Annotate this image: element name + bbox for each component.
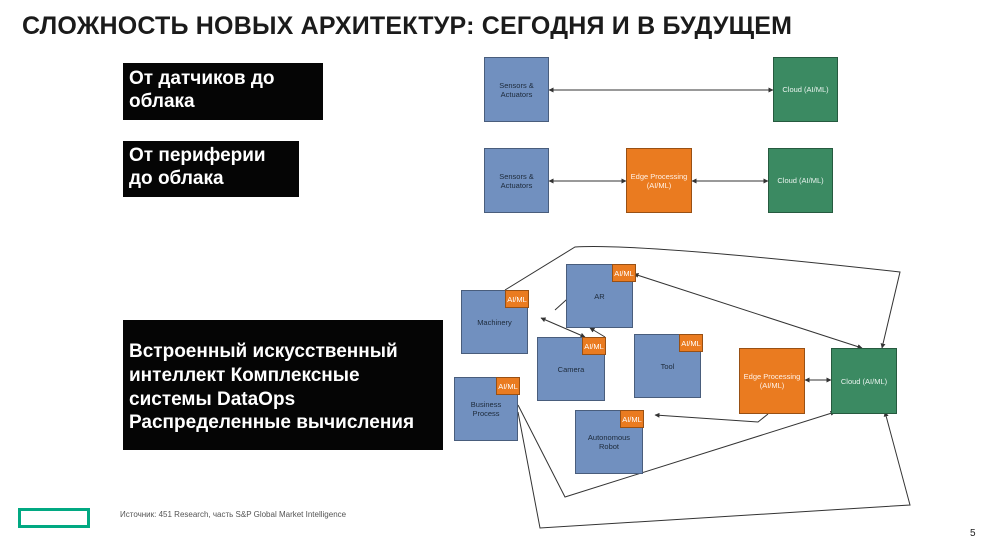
label-line: Распределенные вычисления <box>129 412 415 434</box>
node-label: Sensors & Actuators <box>499 80 534 99</box>
node-label: Autonomous Robot <box>587 433 631 451</box>
sensors-actuators-node: Sensors & Actuators <box>484 57 549 122</box>
ai-ml-badge: AI/ML <box>620 410 644 428</box>
ai-ml-badge: AI/ML <box>582 337 606 355</box>
page-number: 5 <box>970 528 976 539</box>
edge-processing-node: Edge Processing (AI/ML) <box>626 148 692 213</box>
hpe-logo <box>18 508 90 528</box>
label-line: От периферии <box>129 145 266 166</box>
label-line: Встроенный искусственный <box>129 341 398 362</box>
ai-ml-badge: AI/ML <box>496 377 520 395</box>
ai-ml-badge: AI/ML <box>612 264 636 282</box>
node-label: Machinery <box>477 317 512 327</box>
cloud-node: Cloud (AI/ML) <box>831 348 897 414</box>
node-label: Cloud (AI/ML) <box>840 376 888 386</box>
node-label: AR <box>594 291 605 301</box>
node-label: Sensors & Actuators <box>499 171 534 190</box>
label-edge-to-cloud: От периферии до облака <box>123 141 299 197</box>
cloud-node: Cloud (AI/ML) <box>773 57 838 122</box>
sensors-actuators-node: Sensors & Actuators <box>484 148 549 213</box>
ai-ml-badge: AI/ML <box>505 290 529 308</box>
node-label: Edge Processing (AI/ML) <box>743 372 801 390</box>
node-label: Business Process <box>470 400 502 418</box>
node-label: Cloud (AI/ML) <box>777 176 824 185</box>
label-line: облака <box>129 90 195 112</box>
node-label: Edge Processing (AI/ML) <box>630 171 688 190</box>
label-line: От датчиков до <box>129 68 275 89</box>
node-label: Camera <box>557 364 585 374</box>
label-line: до облака <box>129 167 224 189</box>
label-line: интеллект Комплексные <box>129 364 360 386</box>
cloud-node: Cloud (AI/ML) <box>768 148 833 213</box>
camera-node: Camera <box>537 337 605 401</box>
node-label: Cloud (AI/ML) <box>782 85 829 94</box>
ai-ml-badge: AI/ML <box>679 334 703 352</box>
machinery-node: Machinery <box>461 290 528 354</box>
label-sensors-to-cloud: От датчиков до облака <box>123 63 323 120</box>
edge-processing-node: Edge Processing (AI/ML) <box>739 348 805 414</box>
node-label: Tool <box>660 361 675 371</box>
label-line: системы DataOps <box>129 388 296 410</box>
source-note: Источник: 451 Research, часть S&P Global… <box>120 510 347 519</box>
slide-title: СЛОЖНОСТЬ НОВЫХ АРХИТЕКТУР: СЕГОДНЯ И В … <box>22 12 793 40</box>
label-embedded-ai: Встроенный искусственный интеллект Компл… <box>123 320 443 450</box>
